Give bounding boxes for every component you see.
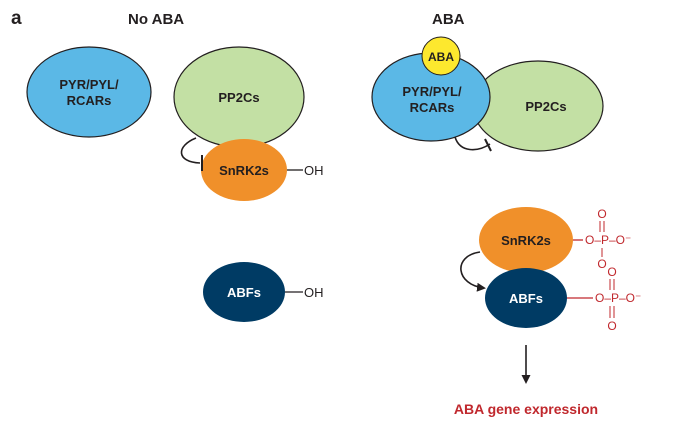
pp2c-label: PP2Cs	[525, 99, 566, 114]
no-aba-pp2c: PP2Cs	[173, 46, 305, 148]
receptor-label-line1: PYR/PYL/	[402, 84, 462, 99]
aba-abf: ABFs	[485, 268, 567, 328]
phosphate-group: O–P–O⁻	[585, 233, 631, 247]
receptor-label-line2: RCARs	[67, 93, 112, 108]
pp2c-inhibits-snrk2-arrow	[180, 137, 201, 164]
phosphate-bottom-o: O	[607, 319, 616, 333]
aba-ligand: ABA	[421, 36, 461, 76]
no-aba-receptor: PYR/PYL/ RCARs	[26, 46, 152, 138]
panel-letter: a	[11, 8, 22, 29]
phosphate-bottom-o: O	[597, 257, 606, 271]
aba-title: ABA	[432, 11, 465, 28]
receptor-inhibits-pp2c-arrow	[454, 136, 491, 151]
receptor-label-line1: PYR/PYL/	[59, 77, 119, 92]
phosphate-top-o: O	[607, 265, 616, 279]
no-aba-title: No ABA	[128, 11, 184, 28]
abf-label: ABFs	[227, 285, 261, 300]
snrk2-label: SnRK2s	[501, 233, 551, 248]
aba-pp2c: PP2Cs	[472, 60, 604, 152]
snrk2-activates-abf-arrow	[460, 251, 486, 292]
phosphate-top-o: O	[597, 207, 606, 221]
no-aba-abf: ABFs	[203, 262, 285, 322]
abf-oh: OH	[304, 285, 324, 300]
no-aba-snrk2: SnRK2s	[201, 139, 287, 201]
snrk2-oh: OH	[304, 163, 324, 178]
gene-expression-label: ABA gene expression	[454, 401, 598, 417]
aba-receptor: PYR/PYL/ RCARs	[371, 52, 491, 142]
aba-snrk2: SnRK2s	[479, 207, 573, 273]
abf-label: ABFs	[509, 291, 543, 306]
receptor-label-line2: RCARs	[410, 100, 455, 115]
abf-phosphate: O–P–O⁻ O O	[567, 265, 641, 333]
aba-ligand-label: ABA	[428, 50, 454, 64]
inhibition-bar	[484, 138, 492, 152]
snrk2-label: SnRK2s	[219, 163, 269, 178]
snrk2-phosphate: O–P–O⁻ O O	[573, 207, 631, 271]
phosphate-group: O–P–O⁻	[595, 291, 641, 305]
pp2c-label: PP2Cs	[218, 90, 259, 105]
